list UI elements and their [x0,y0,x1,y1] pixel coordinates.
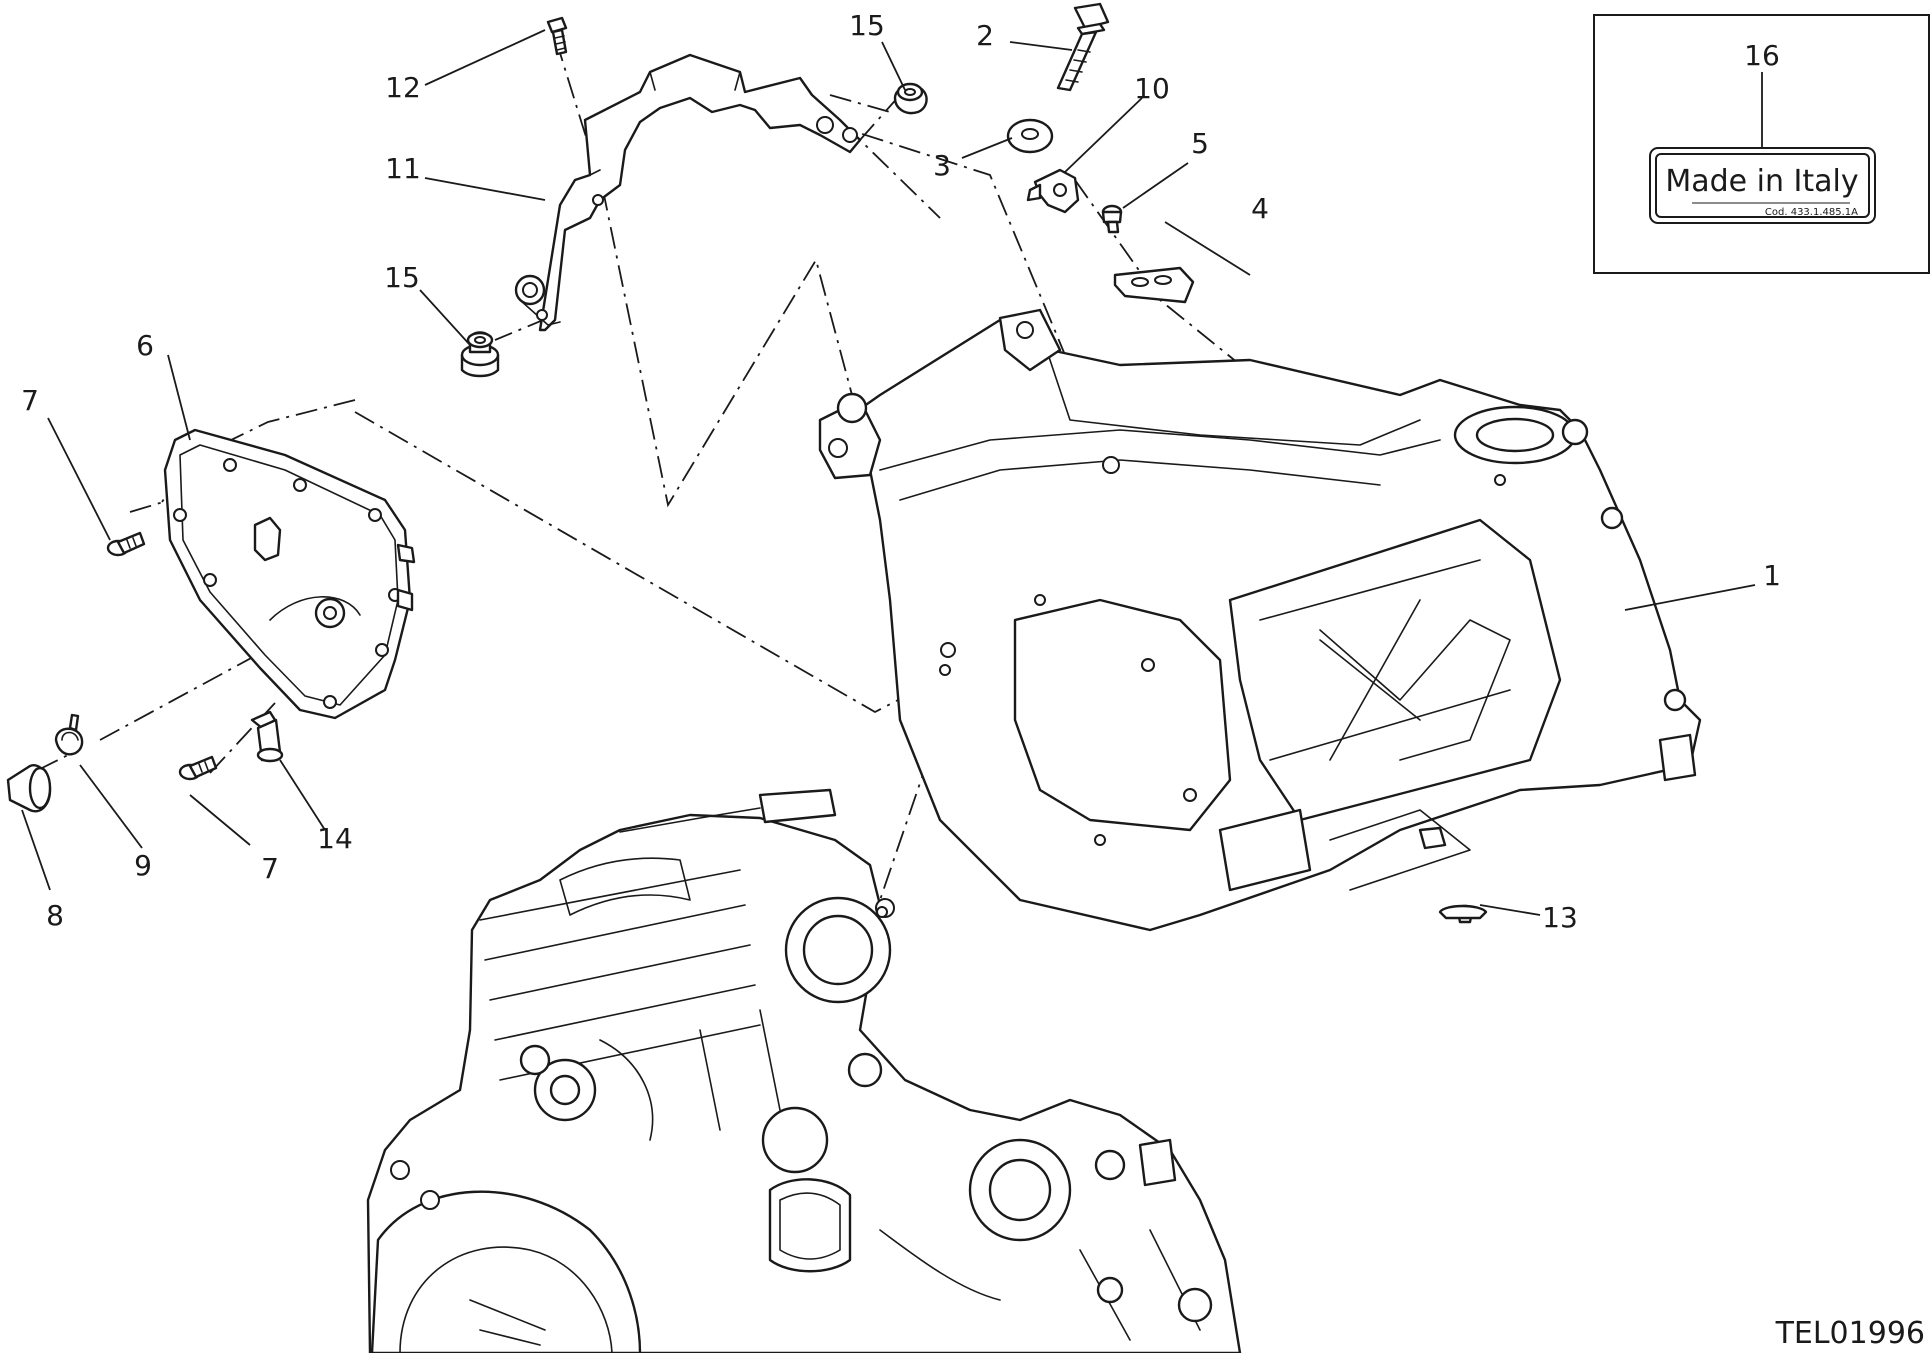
callout-2: 2 [976,19,994,52]
leader-lines [21,29,1763,916]
bracket-part-11 [514,53,862,332]
callout-14: 14 [317,822,353,855]
washer-part-3 [1006,118,1054,154]
callout-5: 5 [1191,127,1209,160]
grommet-part-15-left [460,331,500,378]
clamp-part-10 [1026,168,1080,214]
frame-part-1 [818,308,1702,932]
label-box-frame [1593,14,1930,274]
callout-1: 1 [1763,559,1781,592]
callout-10: 10 [1134,72,1170,105]
drawing-code: TEL01996 [1775,1316,1925,1351]
bolt-part-2 [1056,2,1110,92]
made-in-italy-text: Made in Italy [1665,164,1858,199]
callout-4: 4 [1251,192,1269,225]
cover-part-6 [163,428,416,720]
screw-part-13 [1438,904,1488,924]
callout-11: 11 [385,152,421,185]
screw-part-7-bottom [178,755,218,781]
cap-part-8 [6,764,52,813]
callout-8: 8 [46,899,64,932]
screw-part-12 [546,16,568,56]
engine-assembly [366,788,1242,1353]
callout-7-bottom: 7 [261,852,279,885]
grommet-part-15-top [893,82,928,115]
plate-part-4 [1113,266,1195,304]
callout-6: 6 [136,329,154,362]
clip-part-14 [250,710,284,763]
callout-numbers: 1 2 3 4 5 6 7 7 8 9 10 11 12 13 14 15 15… [21,9,1781,934]
callout-12: 12 [385,71,421,104]
callout-15-top: 15 [849,9,885,42]
callout-7-top: 7 [21,384,39,417]
callout-15-left: 15 [384,261,420,294]
screw-part-7-top [106,531,146,557]
label-code-text: Cod. 433.1.485.1A [1765,207,1858,218]
callout-9: 9 [134,849,152,882]
clip-part-9 [54,713,84,756]
screw-part-5 [1101,204,1123,234]
callout-16: 16 [1744,39,1780,72]
label-box-part-16: Made in Italy Cod. 433.1.485.1A [1593,14,1930,274]
callout-13: 13 [1542,901,1578,934]
callout-3: 3 [933,149,951,182]
